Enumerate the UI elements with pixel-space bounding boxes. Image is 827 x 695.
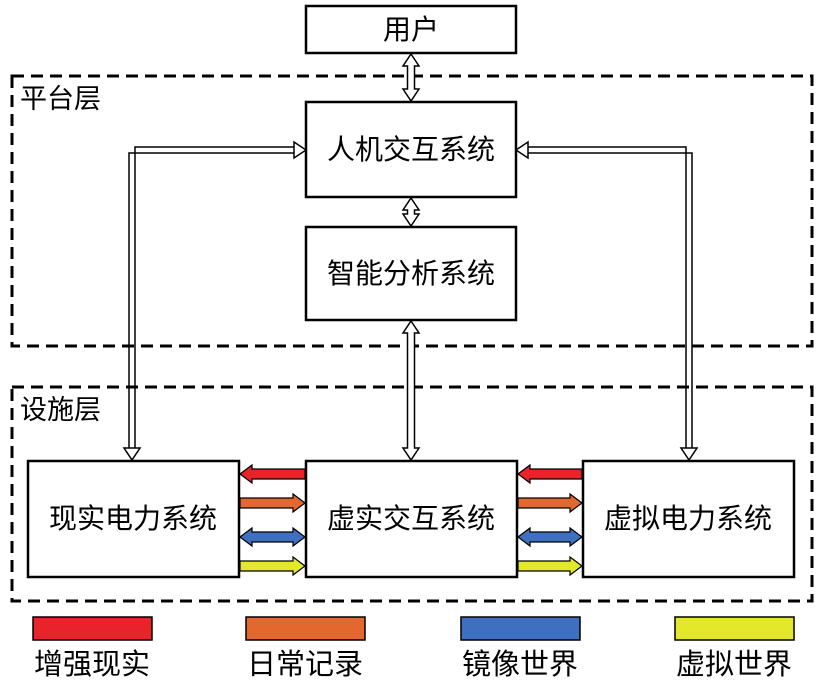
legend-label-ar: 增强现实	[33, 647, 151, 681]
legend-label-virtual-world: 虚拟世界	[675, 647, 793, 681]
hci-system-label: 人机交互系统	[326, 133, 496, 166]
legend-label-daily-log: 日常记录	[246, 647, 364, 681]
vr-interaction-system-label: 虚实交互系统	[326, 502, 496, 535]
legend-swatch-3	[674, 616, 795, 641]
analysis-system-label: 智能分析系统	[326, 257, 496, 290]
real-power-system-box	[26, 459, 241, 579]
virtual-power-system-label: 虚拟电力系统	[603, 502, 773, 535]
hci-real-power-connector-head-top	[293, 140, 308, 160]
analysis-vr-arrow	[401, 319, 421, 462]
facility-layer-label: 设施层	[20, 395, 101, 426]
user-label: 用户	[382, 13, 440, 46]
left-ar-arrow	[239, 463, 306, 485]
user-hci-arrow	[401, 52, 421, 103]
platform-layer-label: 平台层	[20, 84, 101, 115]
legend-swatch-0	[32, 616, 153, 641]
right-virtual-world-arrow	[517, 555, 583, 577]
real-power-system-label: 现实电力系统	[48, 502, 218, 535]
legend-swatch-1	[245, 616, 366, 641]
virtual-power-system-box	[581, 459, 796, 579]
left-daily-log-arrow	[239, 492, 306, 514]
hci-real-power-connector	[128, 146, 294, 448]
left-virtual-world-arrow	[239, 555, 306, 577]
vr-interaction-system-box	[304, 459, 519, 579]
left-mirror-world-arrow	[239, 526, 306, 548]
hci-analysis-arrow	[401, 196, 421, 228]
legend-label-mirror-world: 镜像世界	[461, 647, 579, 681]
hci-virtual-power-connector-head-top	[514, 140, 529, 160]
analysis-system-box	[304, 225, 518, 322]
hci-virtual-power-connector	[528, 146, 693, 448]
right-daily-log-arrow	[517, 492, 583, 514]
hci-real-power-connector-head-bottom	[122, 447, 142, 462]
hci-virtual-power-connector-head-bottom	[679, 447, 699, 462]
legend-swatch-2	[460, 616, 581, 641]
right-ar-arrow	[517, 463, 583, 485]
right-mirror-world-arrow	[517, 526, 583, 548]
user-box	[304, 4, 518, 55]
